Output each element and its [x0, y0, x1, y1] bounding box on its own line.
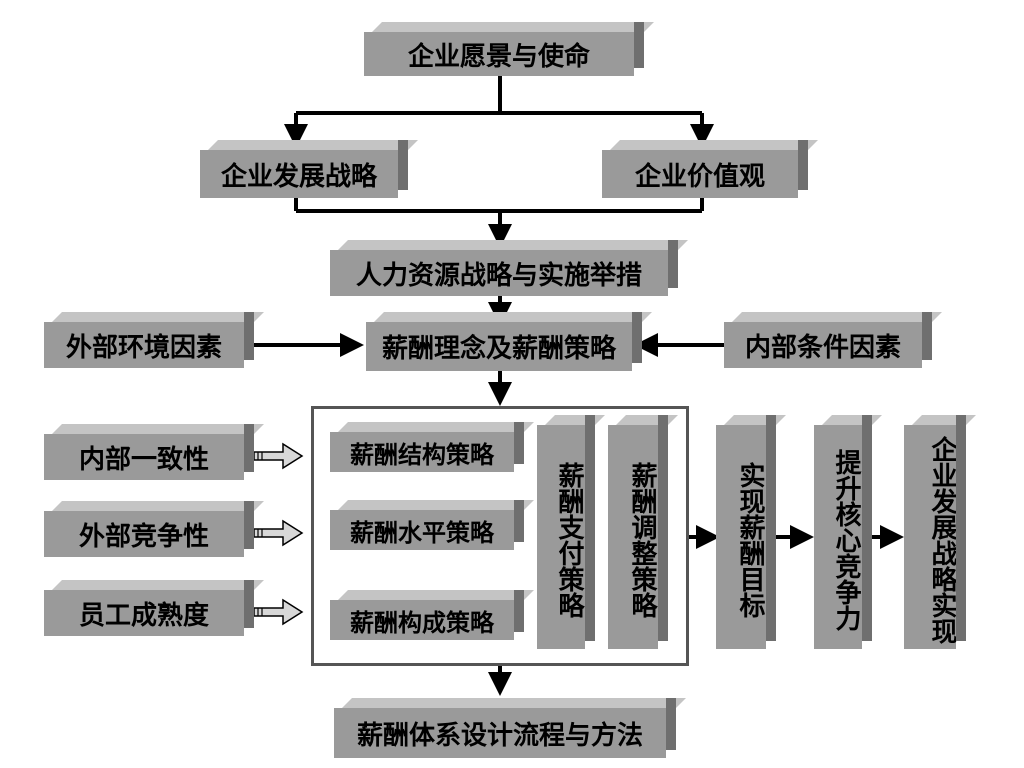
achieve-comp-goals-box: 实现薪酬目标 — [716, 415, 776, 649]
core-competitiveness-box: 提升核心竞争力 — [814, 415, 872, 649]
design-process-label: 薪酬体系设计流程与方法 — [356, 720, 643, 751]
vision-mission-label: 企业愿景与使命 — [407, 41, 590, 72]
internal-consistency-label: 内部一致性 — [78, 444, 209, 475]
employee-maturity-label: 员工成熟度 — [78, 600, 209, 631]
core-competitiveness-label: 提升核心竞争力 — [831, 449, 861, 631]
comp-payment-strategy-box: 薪酬支付策略 — [537, 415, 595, 649]
external-environment-label: 外部环境因素 — [65, 332, 222, 363]
comp-level-strategy-label: 薪酬水平策略 — [350, 518, 494, 547]
hollow-arrow-consistency — [253, 442, 304, 470]
hollow-arrow-maturity — [253, 598, 304, 626]
internal-conditions-label: 内部条件因素 — [744, 332, 901, 363]
internal-conditions-box: 内部条件因素 — [724, 312, 932, 368]
hollow-arrow-competitiveness — [253, 519, 304, 547]
hr-strategy-label: 人力资源战略与实施举措 — [355, 260, 642, 291]
comp-adjustment-strategy-box: 薪酬调整策略 — [608, 415, 668, 649]
hr-strategy-box: 人力资源战略与实施举措 — [330, 240, 678, 296]
development-strategy-label: 企业发展战略 — [220, 161, 377, 192]
comp-structure-strategy-label: 薪酬结构策略 — [350, 440, 494, 469]
values-label: 企业价值观 — [634, 161, 765, 192]
comp-level-strategy-box: 薪酬水平策略 — [330, 500, 524, 550]
strategy-realization-label: 企业发展战略实现 — [927, 436, 957, 644]
strategy-group-frame — [311, 406, 689, 666]
comp-philosophy-box: 薪酬理念及薪酬策略 — [366, 312, 642, 371]
comp-structure-strategy-box: 薪酬结构策略 — [330, 422, 524, 472]
achieve-comp-goals-label: 实现薪酬目标 — [735, 462, 765, 618]
comp-composition-strategy-box: 薪酬构成策略 — [330, 590, 524, 640]
employee-maturity-box: 员工成熟度 — [44, 580, 254, 636]
vision-mission-box: 企业愿景与使命 — [364, 22, 644, 76]
external-competitiveness-label: 外部竞争性 — [78, 521, 209, 552]
design-process-box: 薪酬体系设计流程与方法 — [334, 698, 676, 758]
comp-adjustment-strategy-label: 薪酬调整策略 — [627, 462, 657, 618]
strategy-realization-box: 企业发展战略实现 — [904, 415, 966, 649]
comp-philosophy-label: 薪酬理念及薪酬策略 — [381, 334, 616, 364]
comp-payment-strategy-label: 薪酬支付策略 — [554, 462, 584, 618]
external-competitiveness-box: 外部竞争性 — [44, 501, 254, 557]
internal-consistency-box: 内部一致性 — [44, 424, 254, 480]
development-strategy-box: 企业发展战略 — [200, 140, 408, 198]
external-environment-box: 外部环境因素 — [44, 312, 254, 368]
comp-composition-strategy-label: 薪酬构成策略 — [350, 608, 494, 637]
values-box: 企业价值观 — [602, 140, 808, 198]
